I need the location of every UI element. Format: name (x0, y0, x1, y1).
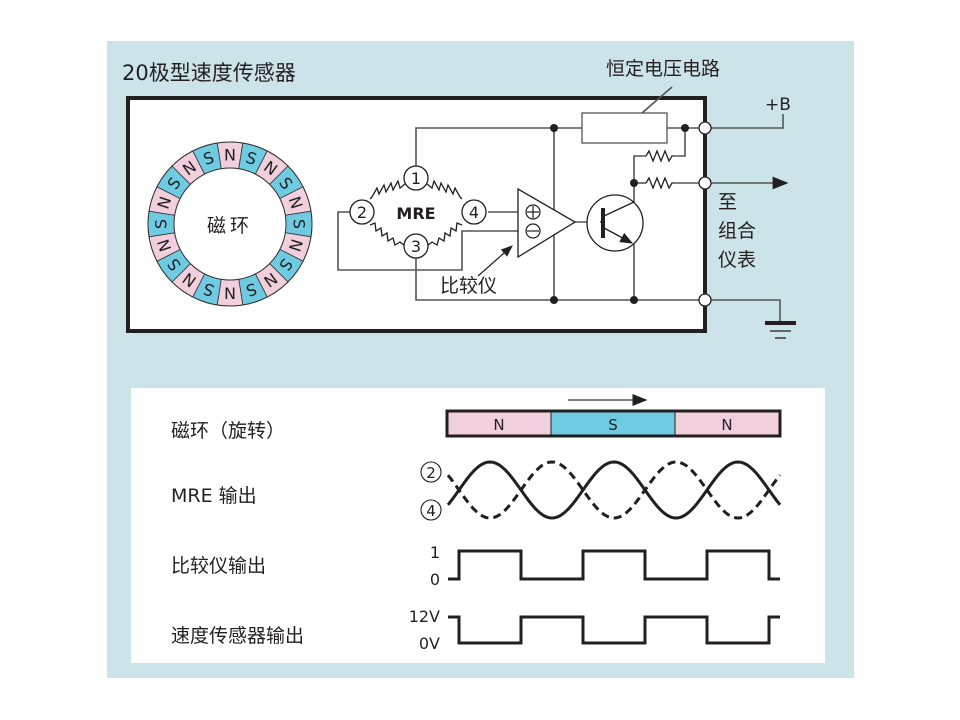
circuit-title: 20极型速度传感器 (122, 61, 296, 85)
svg-text:3: 3 (411, 237, 421, 256)
ring-pole-label: N (224, 146, 236, 165)
comparator-opamp (517, 187, 577, 259)
pullup-resistor (645, 149, 674, 163)
bridge-node-1: 1 (403, 165, 429, 191)
mre-resistor-2-3 (369, 222, 406, 247)
sensor-high-label: 12V (409, 607, 440, 626)
terminals (698, 121, 712, 307)
comparator-output-trace (448, 549, 780, 581)
constant-voltage-circuit (581, 112, 668, 144)
output-terminal (698, 176, 712, 190)
ring-pole-label: N (153, 237, 175, 254)
magnet-bar-pole-2: S (608, 416, 618, 434)
svg-text:2: 2 (426, 464, 436, 482)
ring-label: 磁环 (207, 215, 253, 237)
bridge-node-4: 4 (461, 199, 487, 225)
svg-text:4: 4 (426, 502, 436, 520)
output-resistor (645, 176, 674, 190)
mre-trace-label-4: 4 (420, 499, 442, 521)
mre-bridge (369, 179, 463, 247)
output-label-line-2: 组合 (718, 220, 756, 242)
magnet-bar-pole-1: N (493, 416, 504, 434)
mre-output-trace-4 (446, 460, 782, 520)
ring-pole-label: N (285, 237, 307, 254)
magnet-bar: N S N (445, 409, 782, 438)
transistor-icon (586, 194, 644, 252)
mre-resistor-1-2 (369, 179, 406, 200)
comparator-low-label: 0 (430, 570, 440, 589)
junction-dots (550, 124, 689, 304)
mre-resistor-1-4 (426, 179, 463, 200)
mre-trace-label-2: 2 (420, 461, 442, 483)
row-label-sensor: 速度传感器输出 (171, 625, 304, 647)
comparator-leader-arrow (477, 245, 513, 277)
ring-outer-edge (147, 141, 313, 307)
magnet-bar-pole-3: N (721, 416, 732, 434)
mre-label: MRE (396, 204, 435, 223)
svg-text:1: 1 (411, 169, 421, 188)
supply-label: +B (765, 95, 791, 115)
ring-pole-label: N (285, 194, 307, 211)
svg-text:4: 4 (469, 203, 479, 222)
circuit-wires (337, 86, 784, 322)
ground-terminal (698, 293, 712, 307)
mre-output-trace-2 (446, 460, 782, 520)
output-label-line-3: 仪表 (718, 249, 756, 271)
ring-pole-label: N (153, 194, 175, 211)
comparator-high-label: 1 (430, 543, 440, 562)
output-label-line-1: 至 (718, 191, 737, 213)
sensor-low-label: 0V (419, 634, 440, 653)
ring-pole-label: S (290, 219, 309, 229)
ground-icon (765, 321, 796, 339)
bridge-node-2: 2 (349, 199, 375, 225)
supply-terminal (698, 121, 712, 135)
row-label-comparator: 比较仪输出 (171, 555, 266, 577)
row-label-ring: 磁环（旋转） (171, 420, 285, 442)
svg-text:2: 2 (357, 203, 367, 222)
speed-sensor-output-trace (448, 615, 780, 645)
ring-pole-label: S (152, 219, 171, 229)
constant-voltage-label: 恒定电压电路 (606, 58, 720, 80)
row-label-mre: MRE 输出 (171, 485, 257, 507)
ring-inner-edge (173, 167, 287, 281)
comparator-label: 比较仪 (440, 275, 497, 297)
ring-pole-label: N (224, 284, 236, 303)
mre-resistor-4-3 (426, 222, 463, 247)
bridge-node-3: 3 (403, 233, 429, 259)
